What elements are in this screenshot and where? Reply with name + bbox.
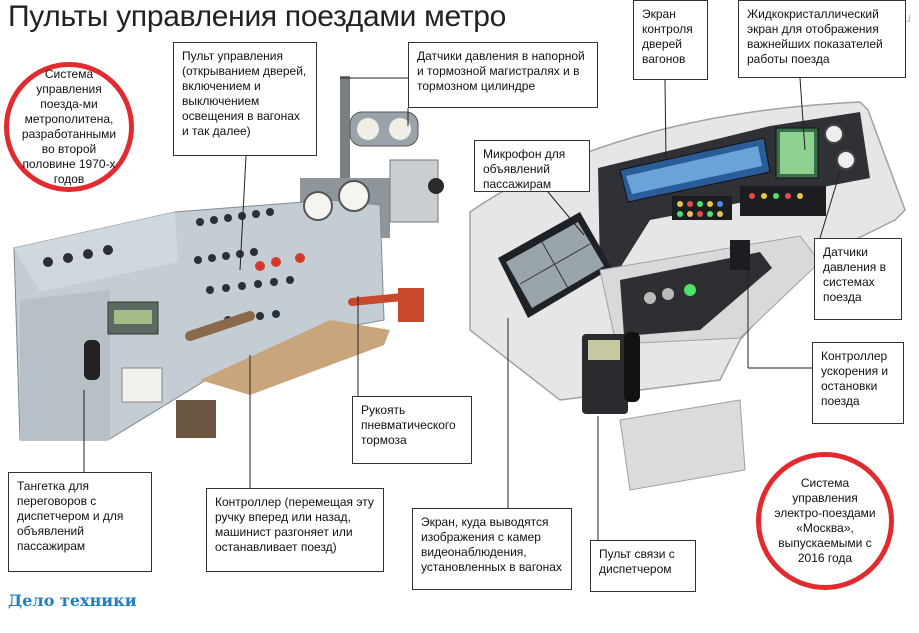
old-gauge-2 bbox=[338, 180, 370, 212]
old-system-text: Система управления поезда-ми метрополите… bbox=[21, 67, 117, 186]
callout-lcd-screen: Жидкокристаллический экран для отображен… bbox=[738, 0, 906, 78]
controller-base bbox=[176, 400, 216, 438]
callout-controller: Контроллер (перемещая эту ручку вперед и… bbox=[206, 488, 384, 572]
old-display-screen bbox=[114, 310, 152, 324]
old-gauge-1 bbox=[303, 191, 333, 221]
tangetka-handset bbox=[84, 340, 100, 380]
new-system-text: Система управления электро-поездами «Мос… bbox=[774, 476, 876, 565]
old-panel-lower bbox=[20, 290, 110, 440]
gauge-pole bbox=[340, 76, 350, 226]
callout-microphone: Микрофон для объявлений пассажирам bbox=[474, 140, 590, 192]
callout-brake-handle: Рукоять пневматического тормоза bbox=[352, 396, 472, 464]
old-red-buttons bbox=[255, 253, 305, 271]
callout-accel-controller: Контроллер ускорения и остановки поезда bbox=[812, 342, 904, 424]
callout-pressure-sensors-systems: Датчики давления в системах поезда bbox=[814, 238, 902, 320]
old-system-circle: Система управления поезда-ми метрополите… bbox=[4, 62, 134, 192]
section-label: Дело техники bbox=[8, 591, 137, 610]
callout-control-panel: Пульт управления (открыванием дверей, вк… bbox=[173, 42, 317, 156]
new-system-circle: Система управления электро-поездами «Мос… bbox=[756, 452, 894, 590]
callout-tangetka: Тангетка для переговоров с диспетчером и… bbox=[8, 472, 152, 572]
old-panel-top bbox=[14, 212, 178, 292]
old-console bbox=[13, 76, 444, 441]
callout-dispatcher-panel: Пульт связи с диспетчером bbox=[590, 540, 696, 592]
old-wood-board bbox=[200, 320, 390, 395]
callout-pressure-sensors-lines: Датчики давления в напорной и тормозной … bbox=[408, 42, 598, 108]
page-title: Пульты управления поездами метро bbox=[8, 0, 507, 33]
old-switches bbox=[43, 208, 294, 324]
new-buttons bbox=[672, 186, 826, 220]
tangetka-box bbox=[121, 367, 163, 403]
leader-lines bbox=[83, 77, 841, 540]
callout-door-screen: Экран контроля дверей вагонов bbox=[633, 0, 708, 80]
accel-controller-shape bbox=[730, 240, 750, 270]
new-pedestal bbox=[619, 399, 746, 491]
callout-video-screen: Экран, куда выводятся изображения с каме… bbox=[412, 508, 572, 590]
controller-handle bbox=[185, 311, 255, 341]
